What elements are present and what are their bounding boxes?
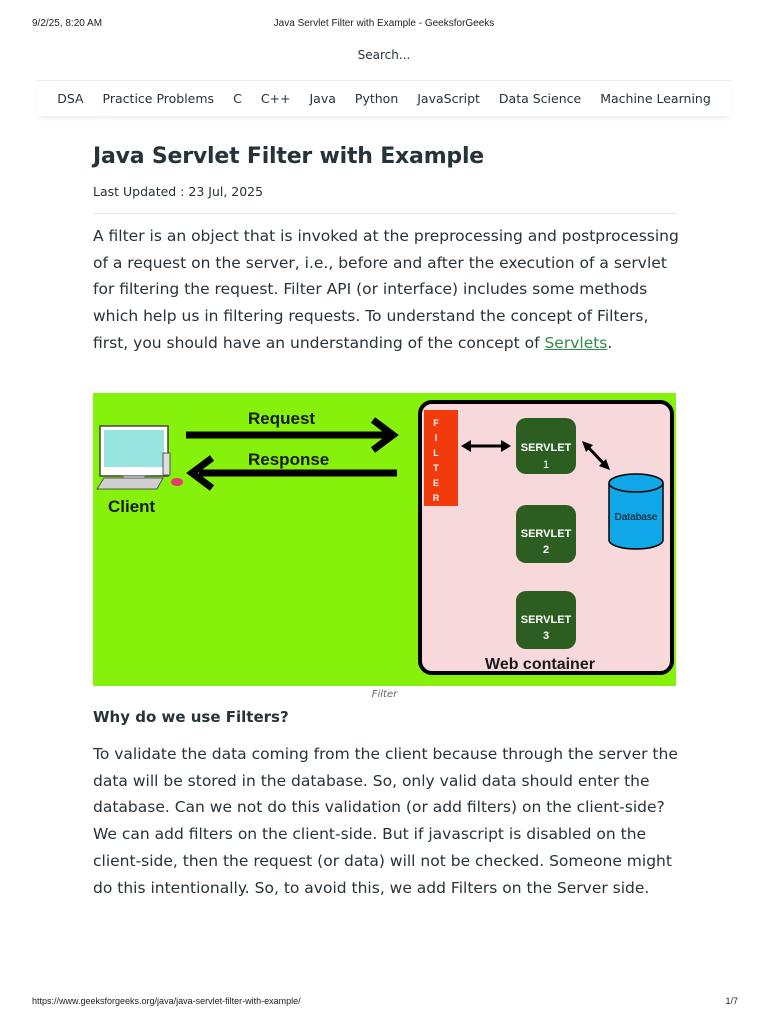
servlet-2: SERVLET 2 — [516, 505, 576, 563]
nav-item-cpp[interactable]: C++ — [260, 91, 291, 106]
servlet-2-number: 2 — [543, 544, 549, 556]
response-arrow — [186, 455, 397, 491]
database-icon: Database — [608, 473, 664, 550]
nav-item-javascript[interactable]: JavaScript — [417, 91, 480, 106]
last-updated: Last Updated : 23 Jul, 2025 — [93, 184, 264, 199]
print-datetime: 9/2/25, 8:20 AM — [32, 18, 103, 29]
section-paragraph: To validate the data coming from the cli… — [93, 745, 678, 897]
nav-item-machine-learning[interactable]: Machine Learning — [600, 91, 711, 106]
article-title: Java Servlet Filter with Example — [93, 144, 485, 169]
print-page-title: Java Servlet Filter with Example - Geeks… — [273, 18, 495, 29]
filter-bar — [424, 410, 458, 506]
nav-item-data-science[interactable]: Data Science — [498, 91, 582, 106]
servlet-1: SERVLET 1 — [516, 418, 576, 474]
filter-letter-i: I — [435, 433, 438, 443]
filter-letters: F I L T E R — [433, 418, 440, 503]
servlet-3-number: 3 — [543, 630, 549, 642]
section-heading: Why do we use Filters? — [93, 708, 289, 726]
web-container-label: Web container — [485, 656, 595, 673]
filter-diagram-svg: Client Request Response Web container F … — [93, 393, 676, 686]
servlet-3: SERVLET 3 — [516, 591, 576, 649]
figure-caption: Filter — [371, 689, 398, 700]
nav-item-python[interactable]: Python — [354, 91, 399, 106]
search-bar[interactable]: Search... — [0, 48, 768, 62]
intro-paragraph: A filter is an object that is invoked at… — [93, 223, 683, 357]
database-label: Database — [615, 512, 658, 523]
request-label: Request — [248, 409, 315, 428]
client-computer-icon — [96, 425, 183, 490]
intro-end: . — [607, 333, 613, 352]
print-header: 9/2/25, 8:20 AM Java Servlet Filter with… — [0, 18, 768, 32]
filter-diagram: Client Request Response Web container F … — [93, 393, 676, 686]
intro-text: A filter is an object that is invoked at… — [93, 227, 679, 352]
print-url: https://www.geeksforgeeks.org/java/java-… — [32, 996, 301, 1006]
title-divider — [93, 213, 676, 214]
servlet-1-name: SERVLET — [521, 442, 572, 454]
nav-item-java[interactable]: Java — [309, 91, 336, 106]
filter-servlet-arrow — [461, 440, 511, 452]
servlet-database-arrow — [582, 441, 610, 470]
filter-letter-t: T — [433, 463, 439, 473]
servlet-1-number: 1 — [543, 459, 549, 471]
search-placeholder[interactable]: Search... — [357, 48, 411, 62]
nav-item-c[interactable]: C — [233, 91, 242, 106]
category-nav: DSA Practice Problems C C++ Java Python … — [36, 80, 732, 116]
filter-letter-f: F — [433, 418, 439, 428]
request-arrow — [186, 417, 399, 453]
print-page-number: 1/7 — [725, 996, 738, 1006]
filter-letter-l: L — [433, 448, 439, 458]
client-label: Client — [108, 497, 156, 516]
servlet-2-name: SERVLET — [521, 528, 572, 540]
filter-letter-r: R — [433, 493, 440, 503]
filter-letter-e: E — [433, 478, 439, 488]
nav-item-dsa[interactable]: DSA — [57, 91, 84, 106]
response-label: Response — [248, 450, 329, 469]
servlet-3-name: SERVLET — [521, 614, 572, 626]
nav-item-practice-problems[interactable]: Practice Problems — [102, 91, 215, 106]
servlets-link[interactable]: Servlets — [544, 333, 608, 352]
